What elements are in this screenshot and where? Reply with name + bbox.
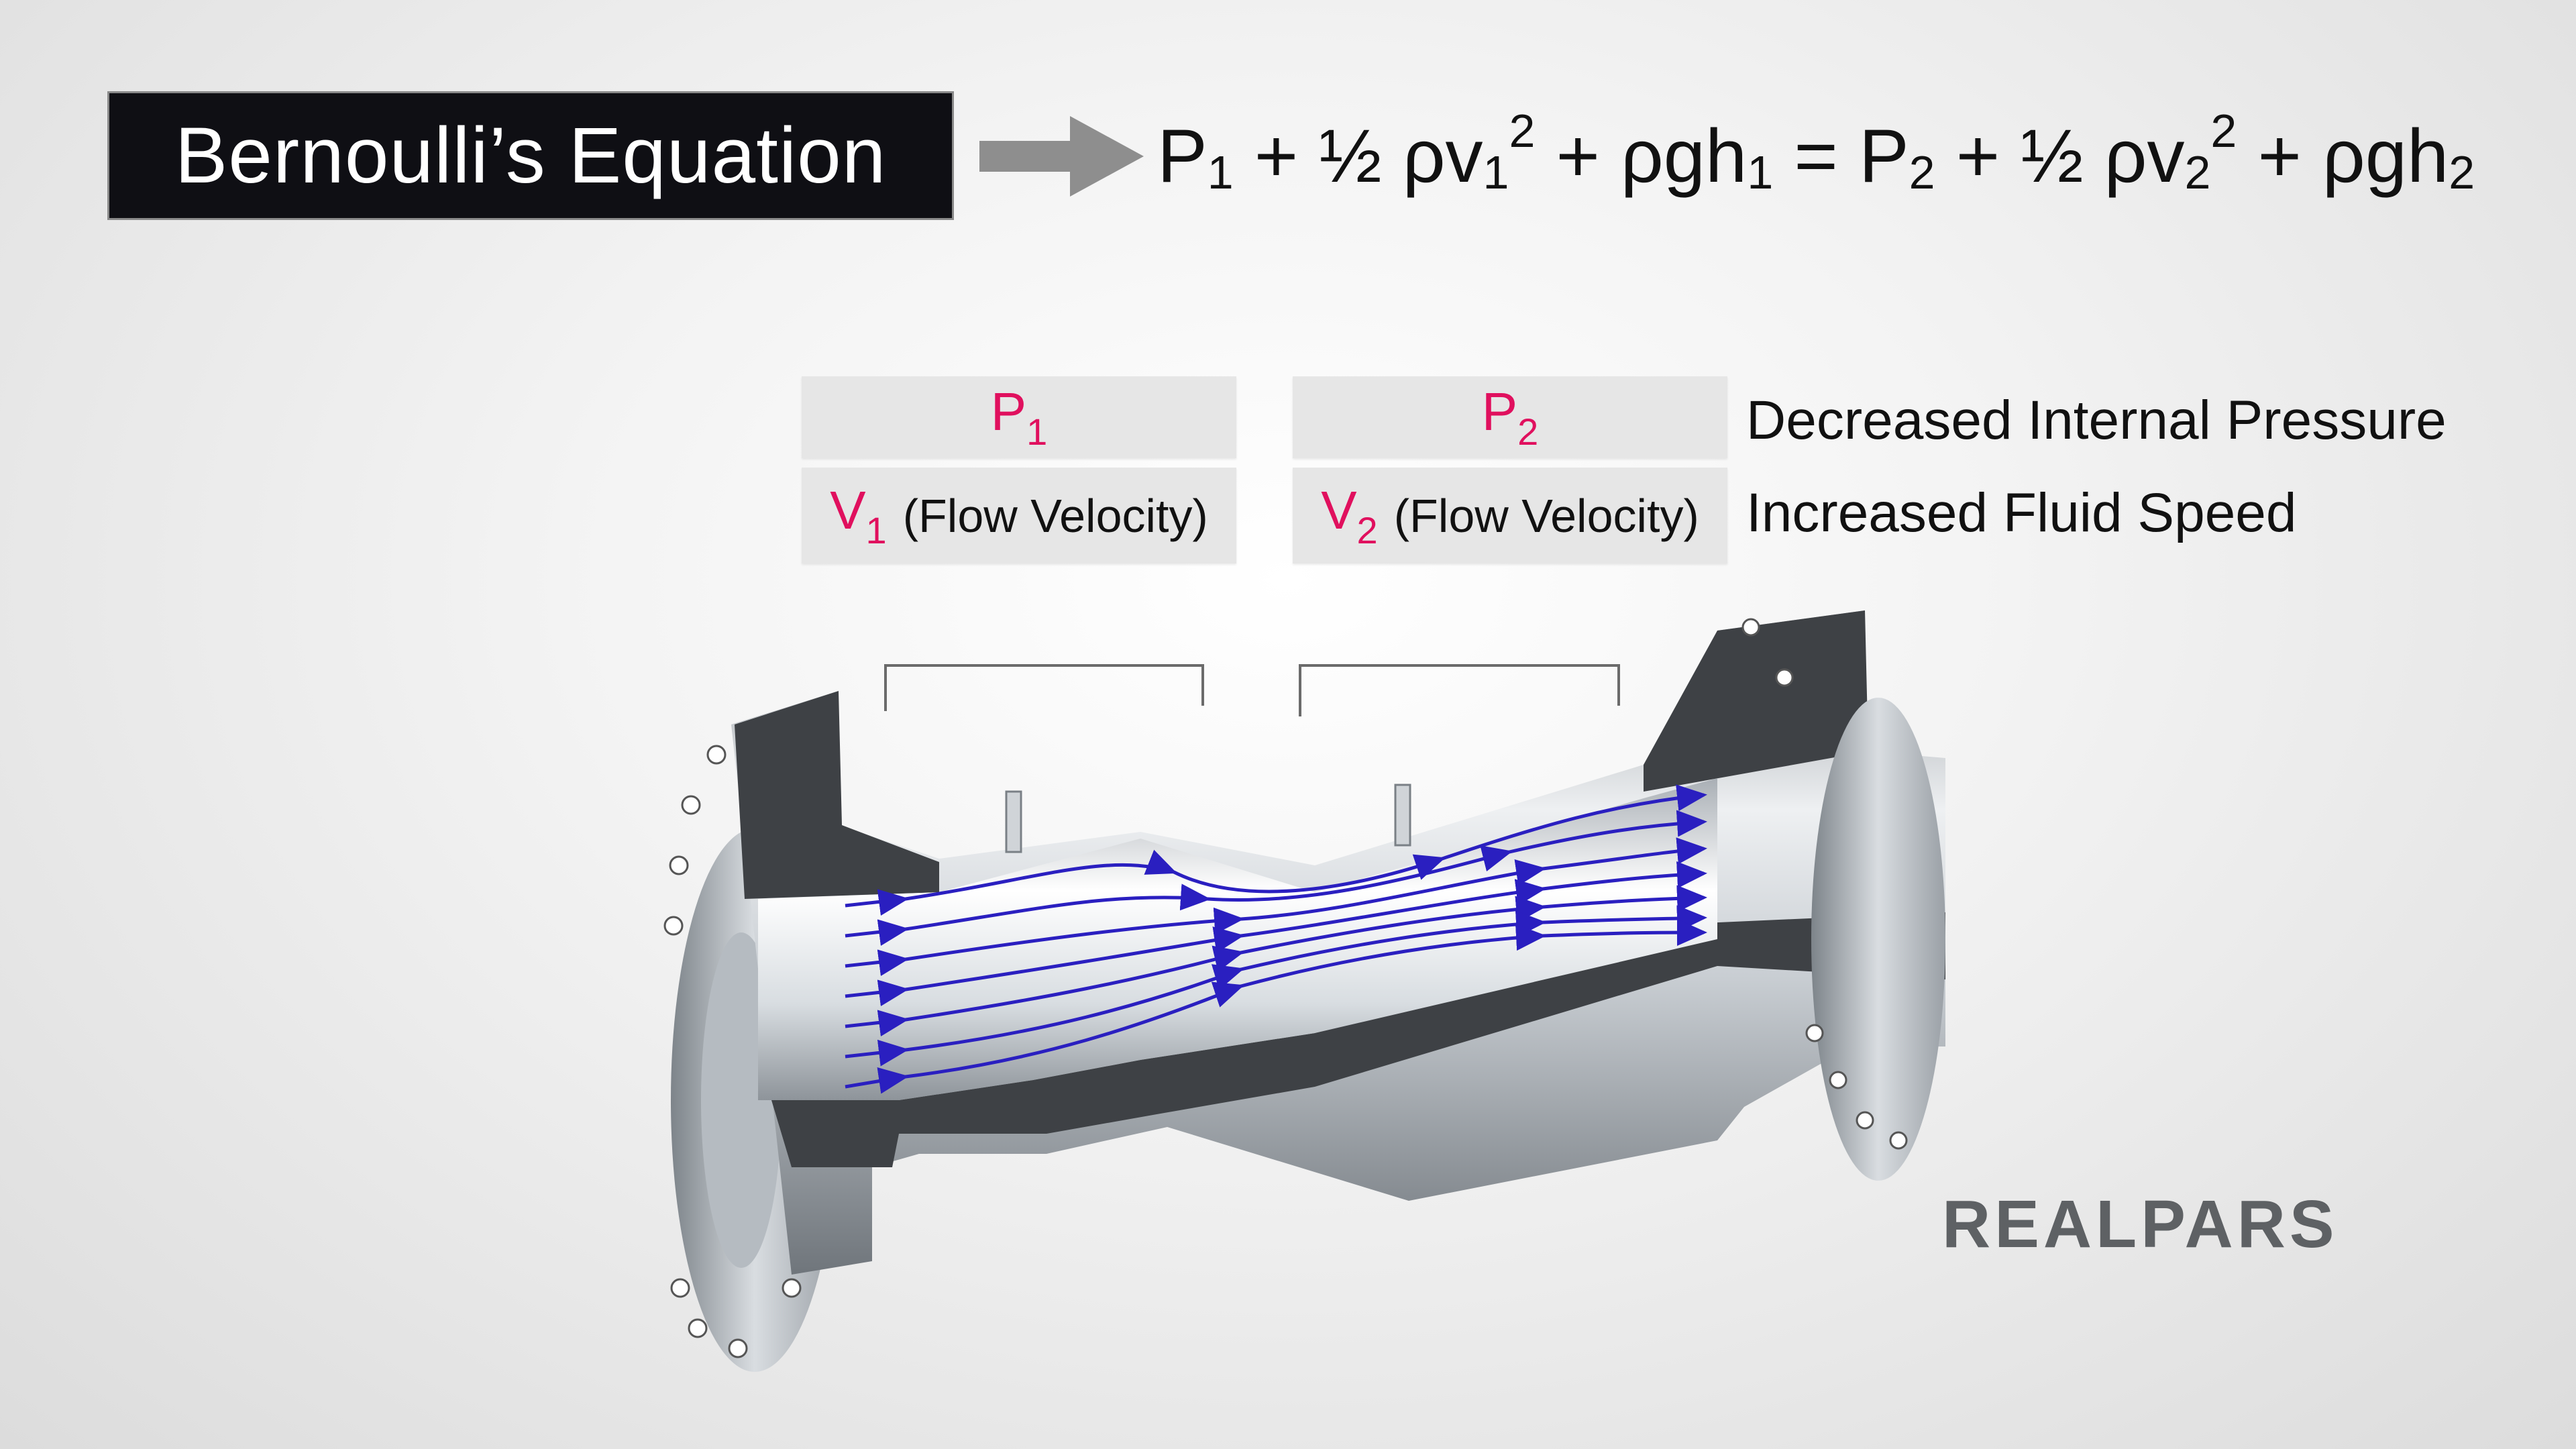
p1-cell: P1 bbox=[802, 376, 1236, 458]
p2-label: P2 bbox=[1481, 382, 1539, 453]
p2-cell: P2 bbox=[1293, 376, 1727, 458]
title: Bernoulli’s Equation bbox=[174, 111, 887, 200]
decreased-pressure-text: Decreased Internal Pressure bbox=[1746, 390, 2447, 451]
increased-speed-text: Increased Fluid Speed bbox=[1746, 482, 2297, 543]
right-arrow-icon bbox=[979, 116, 1144, 197]
v2-label: V2 bbox=[1321, 480, 1378, 551]
v1-flow-velocity: (Flow Velocity) bbox=[902, 489, 1208, 542]
v1-label: V1 bbox=[830, 480, 887, 551]
v2-cell: V2 (Flow Velocity) bbox=[1293, 468, 1727, 564]
realpars-logo: REALPARS bbox=[1942, 1187, 2339, 1262]
p1-label: P1 bbox=[990, 382, 1048, 453]
v2-flow-velocity: (Flow Velocity) bbox=[1393, 489, 1699, 542]
v1-cell: V1 (Flow Velocity) bbox=[802, 468, 1236, 564]
bernoulli-equation: P1 + ½ ρv12 + ρgh1 = P2 + ½ ρv22 + ρgh2 bbox=[1157, 105, 2475, 199]
title-box: Bernoulli’s Equation bbox=[107, 91, 954, 220]
